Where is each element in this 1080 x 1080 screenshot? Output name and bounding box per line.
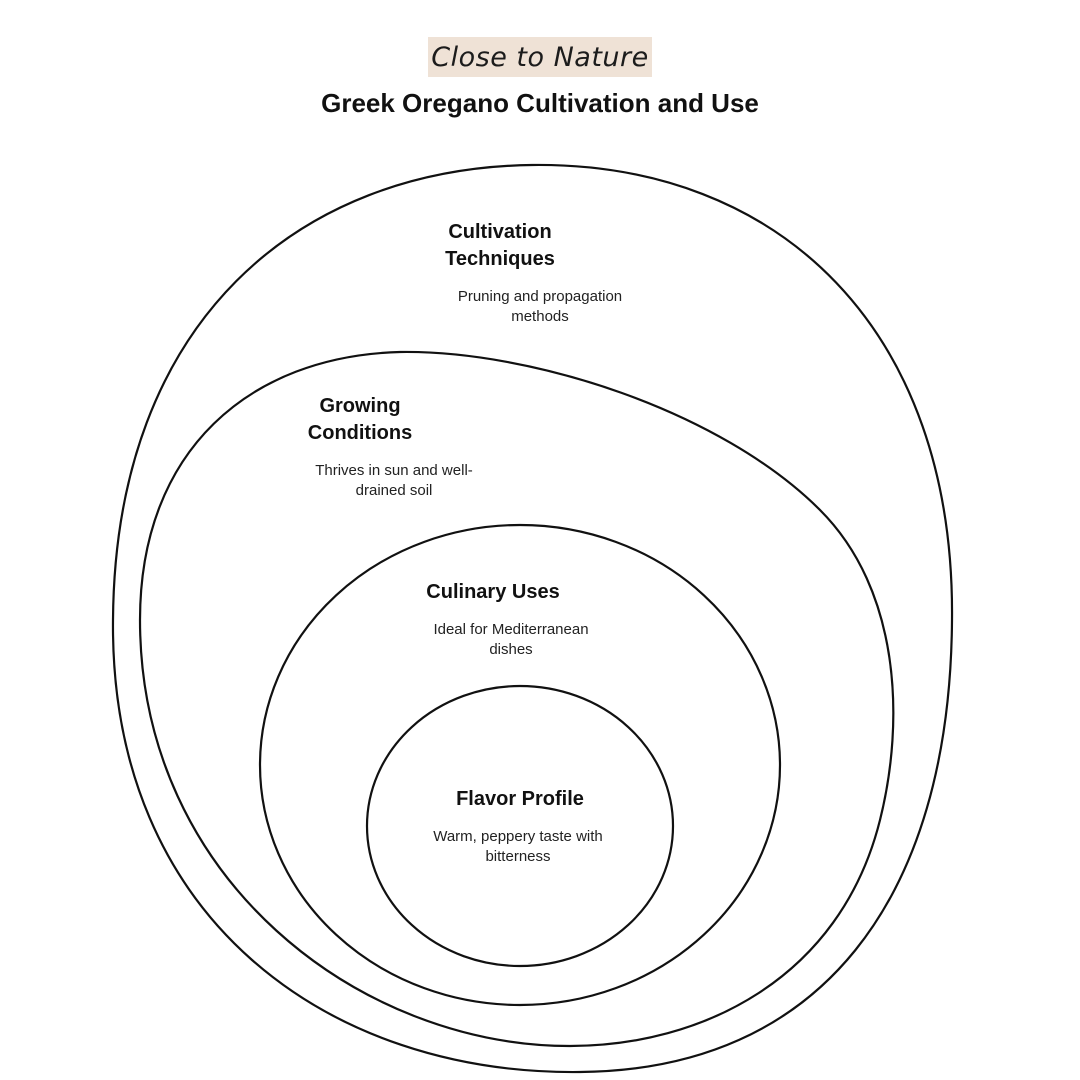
label-growing-conditions: Growing Conditions Thrives in sun and we… <box>290 393 500 501</box>
label-culinary-uses: Culinary Uses Ideal for Mediterranean di… <box>405 579 635 660</box>
label-cultivation-techniques: Cultivation Techniques Pruning and propa… <box>420 219 650 327</box>
ring-culinary-uses <box>258 523 782 1007</box>
ring-cultivation-techniques <box>111 163 954 1074</box>
label-flavor-profile: Flavor Profile Warm, peppery taste with … <box>415 786 625 867</box>
ring-description: Pruning and propagation methods <box>457 288 623 325</box>
ring-description: Thrives in sun and well-drained soil <box>315 462 473 499</box>
ring-description: Warm, peppery taste with bitterness <box>433 828 603 865</box>
ring-heading: Growing Conditions <box>307 395 413 444</box>
page-title: Greek Oregano Cultivation and Use <box>321 88 759 118</box>
ring-heading: Cultivation Techniques <box>445 221 555 270</box>
brand-tag: Close to Nature <box>428 37 652 77</box>
ring-growing-conditions <box>138 350 895 1048</box>
ring-heading: Culinary Uses <box>426 581 560 603</box>
ring-heading: Flavor Profile <box>456 788 584 810</box>
ring-flavor-profile <box>365 684 675 968</box>
ring-description: Ideal for Mediterranean dishes <box>433 621 589 658</box>
